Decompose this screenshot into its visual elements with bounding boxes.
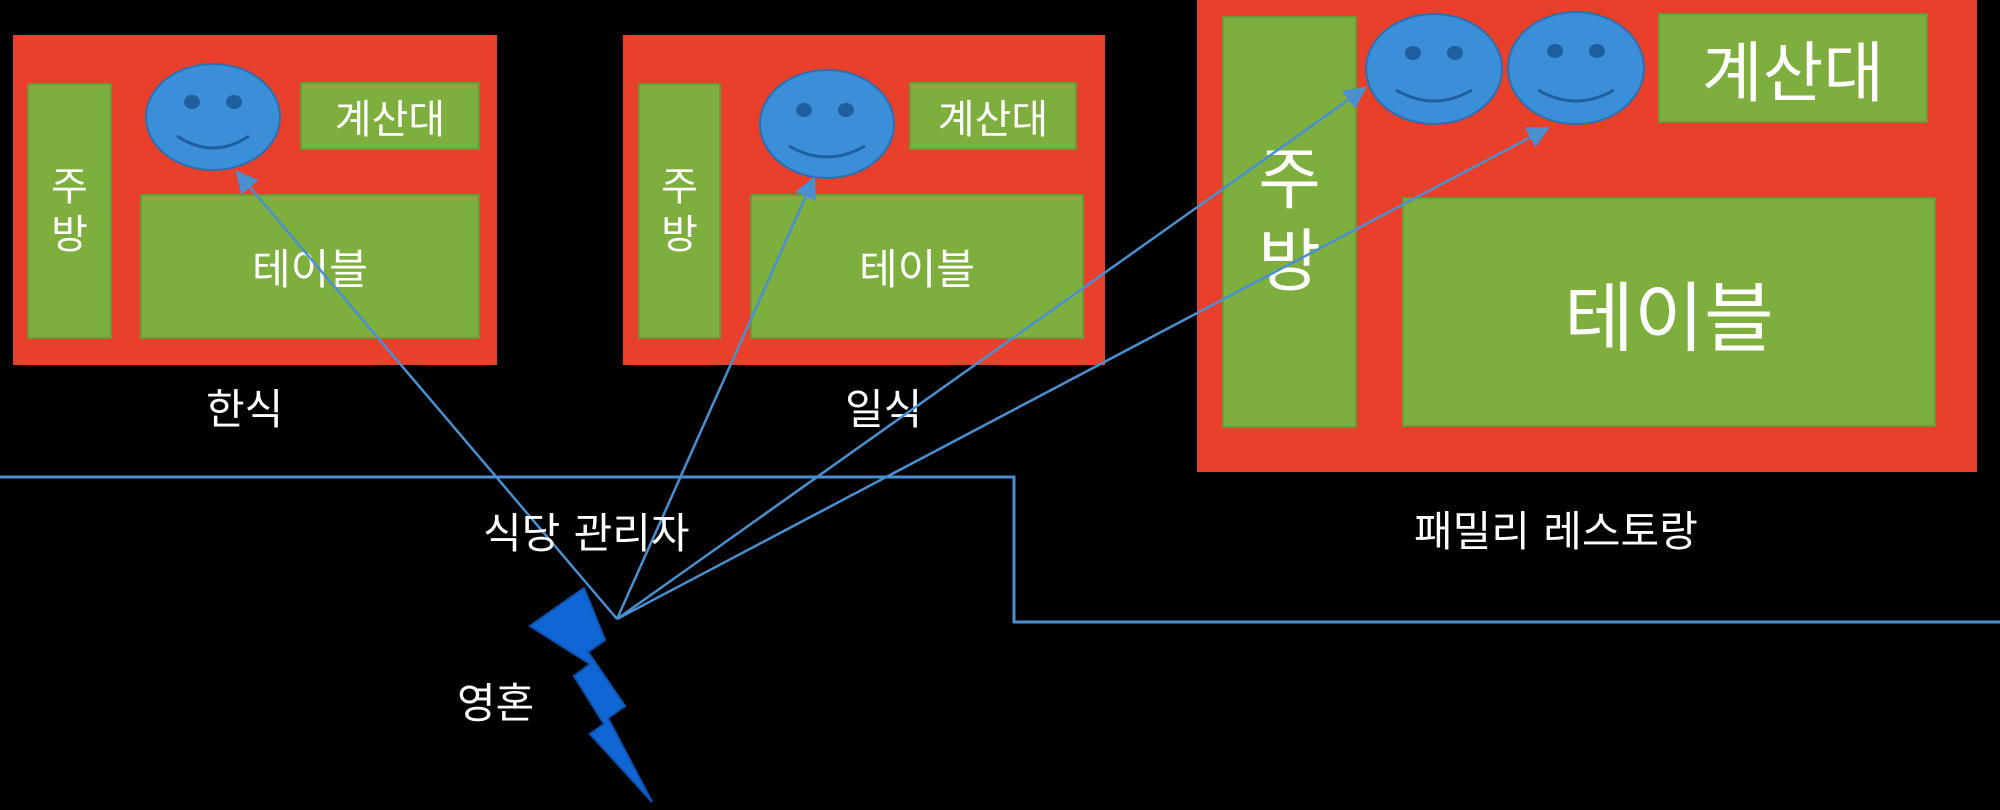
- smiley-face-icon: [1507, 11, 1645, 125]
- counter-label: 계산대: [937, 97, 1049, 143]
- arrow-to-japanese-staff: [615, 175, 817, 620]
- territory-boundary-line: [0, 475, 2000, 624]
- restaurant-family: 주 방 계산대 테이블: [1197, 0, 1977, 472]
- restaurant-caption-family: 패밀리 레스토랑: [1414, 507, 1698, 556]
- kitchen-zone: 주 방: [638, 83, 721, 339]
- smiley-face-icon: [759, 69, 895, 179]
- manager-label: 식당 관리자: [483, 509, 690, 558]
- counter-zone: 계산대: [909, 82, 1077, 150]
- kitchen-label: 주 방: [1258, 141, 1321, 302]
- restaurant-japanese: 주 방 계산대 테이블: [623, 35, 1105, 365]
- counter-label: 계산대: [334, 97, 446, 143]
- table-label: 테이블: [252, 245, 368, 294]
- smiley-face-icon: [1365, 13, 1503, 125]
- table-zone: 테이블: [750, 194, 1084, 339]
- table-label: 테이블: [1564, 274, 1774, 363]
- restaurant-caption-korean: 한식: [206, 385, 284, 434]
- counter-zone: 계산대: [1658, 13, 1928, 123]
- restaurant-caption-japanese: 일식: [845, 385, 923, 434]
- kitchen-label: 주 방: [51, 164, 88, 258]
- kitchen-zone: 주 방: [27, 83, 112, 339]
- table-zone: 테이블: [140, 194, 480, 339]
- arrow-to-family-staff-2: [616, 126, 1550, 621]
- kitchen-zone: 주 방: [1222, 16, 1357, 428]
- counter-zone: 계산대: [300, 82, 480, 150]
- table-label: 테이블: [859, 245, 975, 294]
- arrow-to-family-staff-1: [616, 86, 1367, 621]
- lightning-bolt-icon: [528, 586, 653, 803]
- restaurant-korean: 주 방 계산대 테이블: [13, 35, 497, 365]
- soul-label: 영혼: [457, 679, 535, 728]
- smiley-face-icon: [145, 63, 281, 171]
- table-zone: 테이블: [1402, 197, 1936, 427]
- arrow-to-korean-staff: [235, 170, 618, 620]
- counter-label: 계산대: [1701, 35, 1885, 112]
- kitchen-label: 주 방: [661, 164, 698, 258]
